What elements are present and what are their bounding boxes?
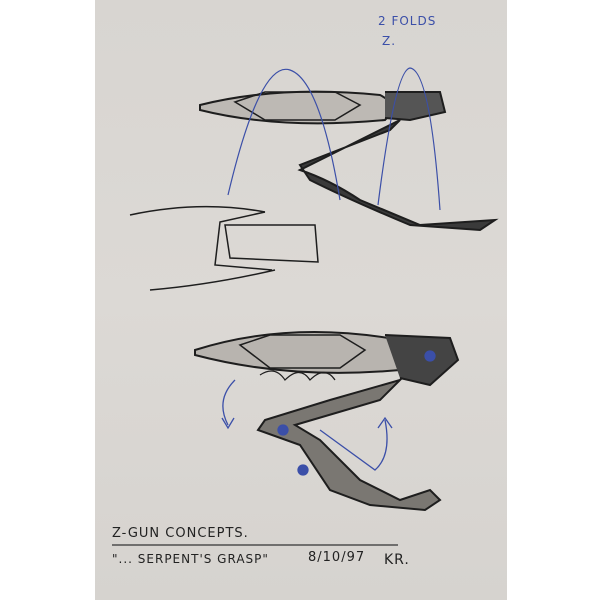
note-2-folds: 2 FOLDS <box>378 14 437 28</box>
caption-title: Z-GUN CONCEPTS. <box>112 526 249 541</box>
bottom-fold-arrows <box>221 350 436 476</box>
top-z-gun-sketch <box>129 90 499 291</box>
caption-subtitle: "... SERPENT'S GRASP" <box>112 552 269 566</box>
caption-date: 8/10/97 <box>308 550 366 565</box>
top-fold-lines <box>227 67 441 211</box>
note-z: Z. <box>382 34 397 48</box>
bottom-z-gun-sketch <box>194 331 460 512</box>
caption-initials: KR. <box>384 552 410 568</box>
